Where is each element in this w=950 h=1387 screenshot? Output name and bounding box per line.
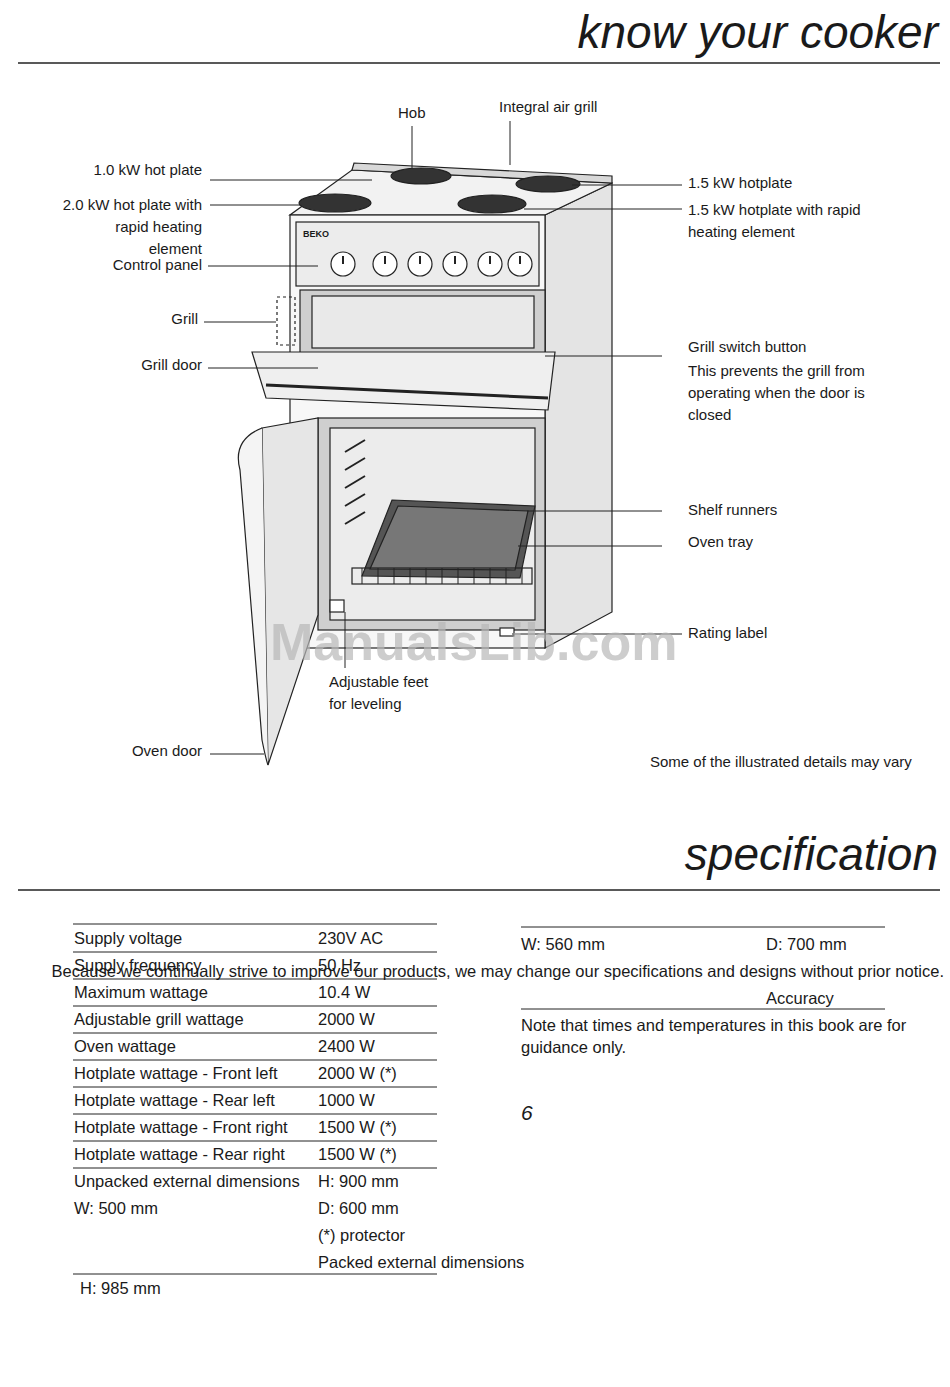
watermark: ManualsLib.com: [270, 610, 677, 675]
callout-label: Grill door: [141, 356, 202, 375]
footnote: H: 985 mm: [80, 1278, 161, 1299]
table-cell: Hotplate wattage - Rear left: [74, 1090, 275, 1111]
note-text: Some of the illustrated details may vary: [650, 753, 912, 772]
table-cell: 2000 W (*): [318, 1063, 397, 1084]
table-cell: Unpacked external dimensions: [74, 1171, 300, 1192]
brand-logo: BEKO: [303, 229, 329, 240]
table-cell: 1500 W (*): [318, 1117, 397, 1138]
callout-label: Control panel: [113, 256, 202, 275]
callout-label: Integral air grill: [499, 98, 597, 117]
callout-label: Rating label: [688, 624, 767, 643]
table-cell: Hotplate wattage - Rear right: [74, 1144, 285, 1165]
body-text: Note that times and temperatures in this…: [521, 1015, 916, 1059]
table-cell: Oven wattage: [74, 1036, 176, 1057]
callout-label: Shelf runners: [688, 501, 777, 520]
table-cell: Maximum wattage: [74, 982, 208, 1003]
table-cell: Accuracy: [766, 988, 834, 1009]
callout-label: Oven door: [132, 742, 202, 761]
table-cell: 10.4 W: [318, 982, 370, 1003]
callout-label: Hob: [398, 104, 426, 123]
table-cell: Hotplate wattage - Front right: [74, 1117, 288, 1138]
table-cell: 2400 W: [318, 1036, 375, 1057]
table-cell: 230V AC: [318, 928, 383, 949]
table-cell: H: 900 mm: [318, 1171, 399, 1192]
table-cell: Hotplate wattage - Front left: [74, 1063, 278, 1084]
callout-label: Oven tray: [688, 533, 753, 552]
table-cell: W: 560 mm: [521, 934, 605, 955]
callout-label: 2.0 kW hot plate with rapid heating elem…: [62, 194, 202, 259]
table-cell: W: 500 mm: [74, 1198, 158, 1219]
table-cell: Because we continually strive to improve…: [52, 961, 944, 982]
callout-note: This prevents the grill from operating w…: [688, 360, 888, 425]
table-cell: D: 600 mm: [318, 1198, 399, 1219]
table-cell: 1500 W (*): [318, 1144, 397, 1165]
callout-label: Grill switch button: [688, 338, 806, 357]
section-heading: specification: [685, 826, 938, 884]
subheading: 6: [521, 1100, 533, 1126]
table-cell: D: 700 mm: [766, 934, 847, 955]
page-heading: know your cooker: [578, 4, 939, 62]
callout-label: Grill: [171, 310, 198, 329]
table-cell: Adjustable grill wattage: [74, 1009, 244, 1030]
table-cell: Supply voltage: [74, 928, 182, 949]
table-cell: 1000 W: [318, 1090, 375, 1111]
callout-label: 1.5 kW hotplate: [688, 174, 792, 193]
callout-label: 1.0 kW hot plate: [94, 161, 202, 180]
callout-label: 1.5 kW hotplate with rapid heating eleme…: [688, 199, 893, 243]
table-cell: Packed external dimensions: [318, 1252, 524, 1273]
callout-label: Adjustable feet for leveling: [329, 671, 449, 715]
table-cell: 2000 W: [318, 1009, 375, 1030]
table-cell: (*) protector: [318, 1225, 405, 1246]
